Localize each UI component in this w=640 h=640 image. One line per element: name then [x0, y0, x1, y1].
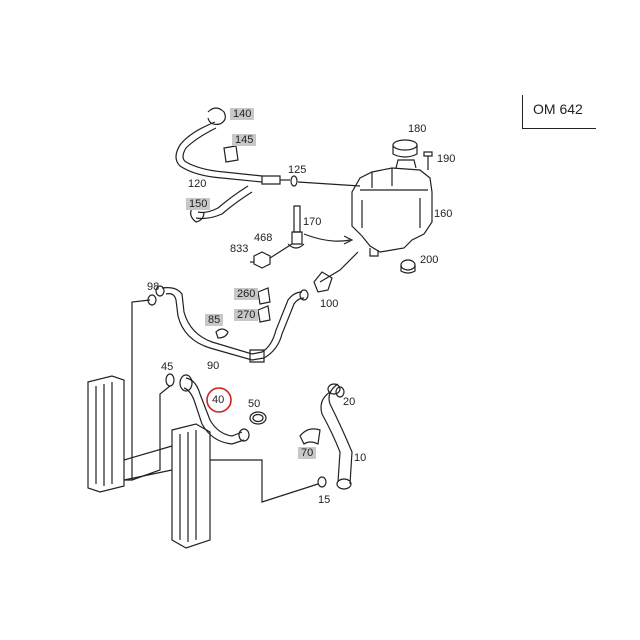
- label-140[interactable]: 140: [230, 108, 255, 120]
- tank-cap: [392, 139, 418, 158]
- label-468[interactable]: 468: [254, 232, 273, 244]
- engine-code-box: OM 642: [522, 95, 596, 129]
- connector-468: [250, 243, 293, 269]
- sensor-170: [287, 205, 305, 249]
- clips-260-270: [215, 287, 271, 339]
- label-160[interactable]: 160: [434, 208, 453, 220]
- highlight-circle-40: [206, 387, 232, 413]
- return-line-90: [155, 285, 309, 363]
- label-70[interactable]: 70: [298, 447, 317, 459]
- label-190[interactable]: 190: [437, 153, 456, 165]
- radiator: [87, 375, 211, 549]
- label-120[interactable]: 120: [188, 178, 207, 190]
- hose-10: [320, 383, 353, 490]
- ring-125: [290, 175, 298, 187]
- engine-code: OM 642: [533, 101, 583, 117]
- hose-40: [179, 374, 250, 445]
- label-90[interactable]: 90: [207, 360, 220, 372]
- label-833[interactable]: 833: [230, 243, 249, 255]
- label-40[interactable]: 40: [212, 394, 225, 406]
- label-85[interactable]: 85: [205, 314, 224, 326]
- clamp-100: [313, 271, 333, 293]
- rubber-mount: [400, 259, 416, 274]
- label-125[interactable]: 125: [288, 164, 307, 176]
- leader-125: [297, 181, 361, 187]
- label-45[interactable]: 45: [161, 361, 174, 373]
- clip-145: [223, 145, 239, 163]
- bolt-190: [423, 151, 433, 170]
- label-200[interactable]: 200: [420, 254, 439, 266]
- label-145[interactable]: 145: [232, 134, 257, 146]
- clip-70: [299, 428, 321, 445]
- vent-hose-120: [175, 121, 290, 185]
- label-20[interactable]: 20: [343, 396, 356, 408]
- clip-140: [207, 107, 226, 125]
- label-150[interactable]: 150: [186, 198, 211, 210]
- leader-100: [319, 251, 359, 283]
- label-15[interactable]: 15: [318, 494, 331, 506]
- label-98[interactable]: 98: [147, 281, 160, 293]
- label-170[interactable]: 170: [303, 216, 322, 228]
- label-100[interactable]: 100: [320, 298, 339, 310]
- leader-45: [131, 385, 171, 481]
- hose-150: [190, 185, 253, 223]
- label-10[interactable]: 10: [354, 452, 367, 464]
- ring-20: [335, 386, 345, 398]
- label-260[interactable]: 260: [234, 288, 259, 300]
- label-180[interactable]: 180: [408, 123, 427, 135]
- ring-50: [249, 411, 267, 425]
- label-50[interactable]: 50: [248, 398, 261, 410]
- leader-98: [124, 299, 151, 481]
- expansion-tank: [351, 159, 433, 257]
- leader-15: [210, 459, 319, 503]
- ring-45: [165, 373, 175, 387]
- ring-15: [317, 476, 327, 488]
- arrow-head: [343, 235, 354, 245]
- label-270[interactable]: 270: [234, 309, 259, 321]
- arrow-to-tank: [303, 233, 351, 242]
